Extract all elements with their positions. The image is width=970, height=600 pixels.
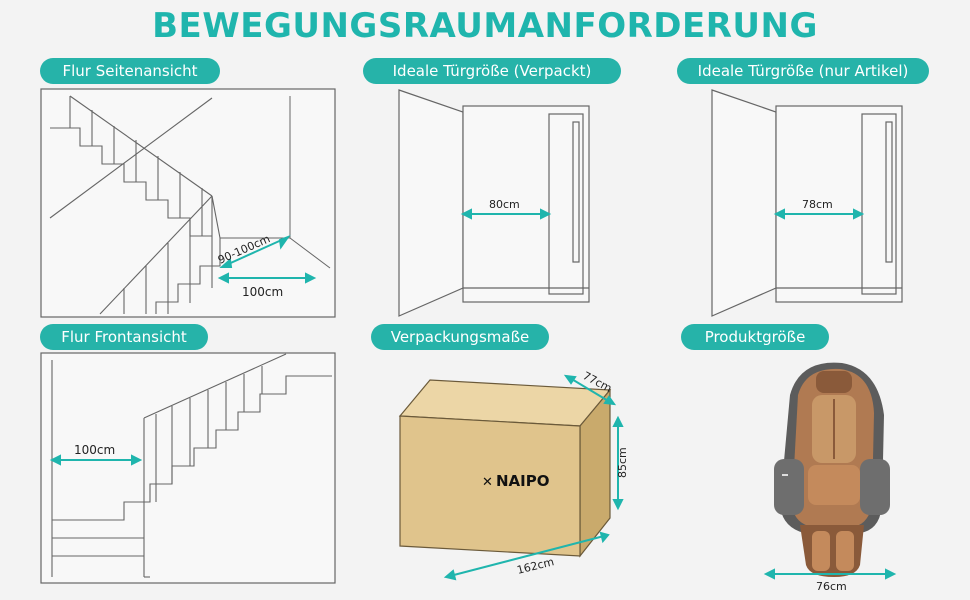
dim-side-floor: 100cm (242, 285, 283, 299)
label-door-product: Ideale Türgröße (nur Artikel) (677, 58, 929, 84)
massage-chair-icon (774, 362, 890, 577)
product-diagram (774, 362, 890, 577)
package-diagram: ✕ NAIPO 77cm 85cm 162cm (398, 369, 629, 581)
door-product-diagram: 78cm (711, 89, 903, 317)
side-view-diagram: 90-100cm 100cm (40, 88, 336, 318)
dim-package-height: 85cm (616, 447, 629, 478)
page-title: BEWEGUNGSRAUMANFORDERUNG (152, 6, 818, 46)
label-product: Produktgröße (681, 324, 829, 350)
front-view-diagram: 100cm (40, 352, 336, 584)
svg-text:✕: ✕ (482, 475, 493, 490)
dim-front: 100cm (74, 443, 115, 457)
label-side-view: Flur Seitenansicht (40, 58, 220, 84)
label-door-packed: Ideale Türgröße (Verpackt) (363, 58, 621, 84)
label-front-view: Flur Frontansicht (40, 324, 208, 350)
label-package: Verpackungsmaße (371, 324, 549, 350)
dim-door-packed: 80cm (489, 198, 520, 211)
dim-door-product: 78cm (802, 198, 833, 211)
brand-name: NAIPO (496, 472, 550, 490)
door-packed-diagram: 80cm (398, 89, 590, 317)
brand-logo: ✕ NAIPO (482, 472, 550, 490)
dim-product-width: 76cm (816, 580, 847, 593)
product-dimension: 76cm (763, 568, 897, 593)
